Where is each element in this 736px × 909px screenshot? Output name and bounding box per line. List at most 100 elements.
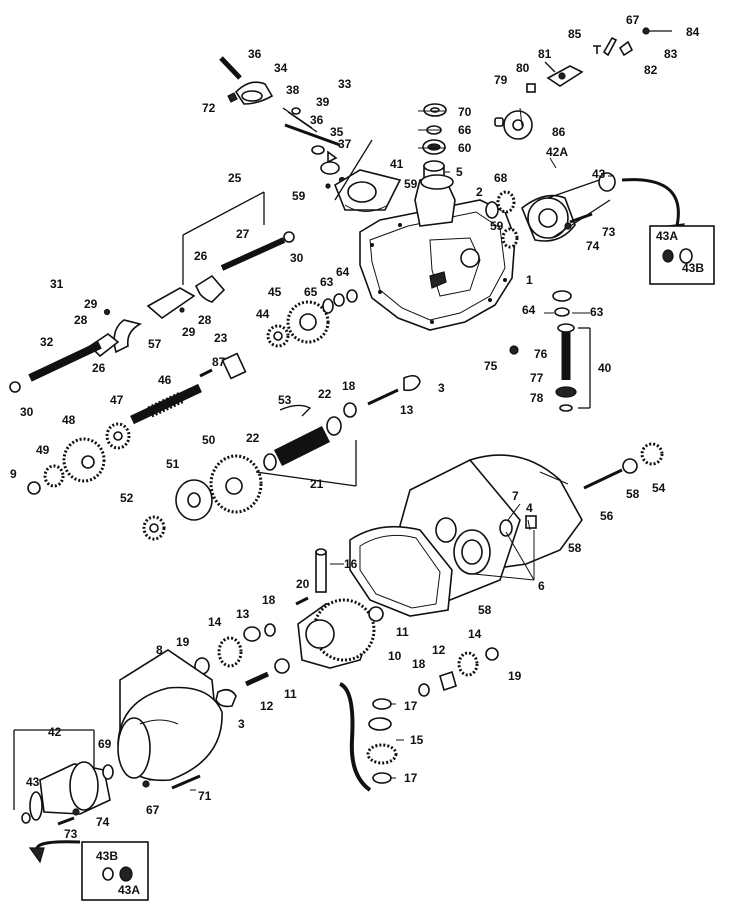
label-3-bottom: 3 (238, 717, 245, 731)
label-78: 78 (530, 391, 544, 405)
label-23: 23 (214, 331, 228, 345)
label-84: 84 (686, 25, 700, 39)
label-68: 68 (494, 171, 508, 185)
label-29-left: 29 (84, 297, 98, 311)
label-5: 5 (456, 165, 463, 179)
label-13-left: 13 (236, 607, 250, 621)
label-43B-box: 43B (682, 261, 704, 275)
output-gears-center (142, 454, 263, 541)
main-housing (359, 174, 516, 331)
label-43A-box: 43A (656, 229, 678, 243)
label-41: 41 (390, 157, 404, 171)
label-45: 45 (268, 285, 282, 299)
label-50: 50 (202, 433, 216, 447)
label-9: 9 (10, 467, 17, 481)
label-67: 67 (626, 13, 640, 27)
label-47: 47 (110, 393, 124, 407)
label-59-b: 59 (292, 189, 306, 203)
label-15: 15 (410, 733, 424, 747)
label-25: 25 (228, 171, 242, 185)
label-73-right: 73 (602, 225, 616, 239)
label-63-top: 63 (320, 275, 334, 289)
label-29-mid: 29 (182, 325, 196, 339)
shift-rod-parts (219, 56, 346, 189)
label-36-top: 36 (248, 47, 262, 61)
label-18-top: 18 (342, 379, 356, 393)
bearing-pair (485, 190, 519, 249)
assembly-bracket-25 (182, 191, 265, 285)
label-63-right: 63 (590, 305, 604, 319)
label-87: 87 (212, 355, 226, 369)
label-19-left: 19 (176, 635, 190, 649)
label-28-mid: 28 (198, 313, 212, 327)
label-43-right: 43 (592, 167, 606, 181)
label-34: 34 (274, 61, 288, 75)
label-38: 38 (286, 83, 300, 97)
label-48: 48 (62, 413, 76, 427)
label-80: 80 (516, 61, 530, 75)
label-11-left: 11 (284, 687, 297, 701)
label-85: 85 (568, 27, 582, 41)
label-59-c: 59 (490, 219, 504, 233)
label-69: 69 (98, 737, 112, 751)
label-52: 52 (120, 491, 134, 505)
label-71: 71 (198, 789, 212, 803)
label-1: 1 (526, 273, 533, 287)
differential-assembly (274, 548, 384, 792)
axle-housing-left (13, 729, 149, 901)
label-22-left: 22 (246, 431, 260, 445)
label-32: 32 (40, 335, 54, 349)
label-54: 54 (652, 481, 666, 495)
label-33: 33 (338, 77, 352, 91)
label-51: 51 (166, 457, 180, 471)
label-18-right: 18 (412, 657, 426, 671)
label-70: 70 (458, 105, 472, 119)
label-14-left: 14 (208, 615, 222, 629)
label-67-bottom: 67 (146, 803, 160, 817)
vertical-shaft-right (509, 290, 591, 412)
label-66: 66 (458, 123, 472, 137)
label-37: 37 (338, 137, 352, 151)
label-30-top: 30 (290, 251, 304, 265)
label-64-top: 64 (336, 265, 350, 279)
label-44: 44 (256, 307, 270, 321)
leader-lines (190, 107, 614, 791)
label-74-left: 74 (96, 815, 110, 829)
label-35: 35 (330, 125, 344, 139)
label-46: 46 (158, 373, 172, 387)
output-gears-left (27, 422, 131, 495)
label-26-bottom: 26 (92, 361, 106, 375)
label-12-right: 12 (432, 643, 446, 657)
label-28-left: 28 (74, 313, 88, 327)
label-31: 31 (50, 277, 64, 291)
label-65: 65 (304, 285, 318, 299)
label-17-bottom: 17 (404, 771, 418, 785)
label-39: 39 (316, 95, 330, 109)
label-27: 27 (236, 227, 250, 241)
label-59-a: 59 (404, 177, 418, 191)
label-49: 49 (36, 443, 50, 457)
label-26-top: 26 (194, 249, 208, 263)
label-7: 7 (512, 489, 519, 503)
label-72: 72 (202, 101, 216, 115)
label-21: 21 (310, 477, 324, 491)
label-43A-box-left: 43A (118, 883, 140, 897)
label-18-left: 18 (262, 593, 276, 607)
label-22-right: 22 (318, 387, 332, 401)
label-3-top: 3 (438, 381, 445, 395)
idler-shaft-group (255, 374, 421, 487)
input-shaft-right (583, 442, 664, 490)
label-60: 60 (458, 141, 472, 155)
label-42A: 42A (546, 145, 568, 159)
label-13-top: 13 (400, 403, 414, 417)
label-82: 82 (644, 63, 658, 77)
label-30-bottom: 30 (20, 405, 34, 419)
label-8: 8 (156, 643, 163, 657)
shift-lever-parts (494, 27, 672, 140)
label-43B-box-left: 43B (96, 849, 118, 863)
label-42: 42 (48, 725, 62, 739)
label-4: 4 (526, 501, 533, 515)
label-6: 6 (538, 579, 545, 593)
label-19-right: 19 (508, 669, 522, 683)
